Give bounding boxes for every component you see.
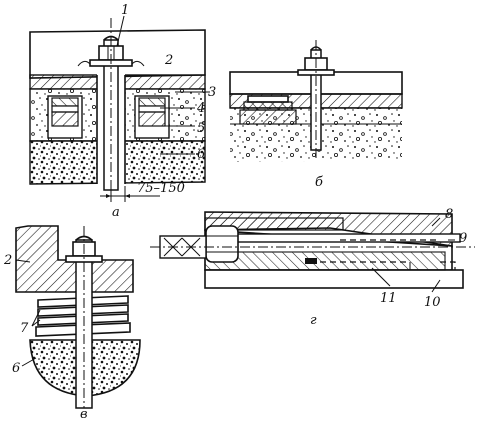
label-g-10: 10 [424, 295, 441, 310]
label-g-9: 9 [459, 231, 467, 246]
label-v-6: 6 [12, 361, 20, 376]
label-a-1: 1 [121, 3, 129, 18]
dimension-label: 75–150 [137, 181, 185, 196]
view-v: 2 7 6 в [3, 225, 141, 422]
label-a-4: 4 [196, 101, 205, 116]
label-a-6: 6 [197, 147, 205, 162]
view-a: 75–150 1 2 3 4 5 6 а [29, 3, 216, 220]
caption-b: б [315, 175, 323, 190]
label-a-2: 2 [164, 53, 173, 68]
view-b: б [229, 40, 403, 190]
label-v-7: 7 [20, 321, 29, 336]
label-a-5: 5 [197, 121, 205, 136]
view-g: 8 9 11 10 г [150, 207, 475, 328]
caption-a: а [112, 205, 120, 220]
caption-g: г [310, 313, 317, 328]
label-v-2: 2 [3, 253, 12, 268]
label-g-11: 11 [380, 291, 397, 306]
caption-v: в [80, 407, 88, 422]
label-g-8: 8 [445, 207, 453, 222]
label-a-3: 3 [208, 85, 216, 100]
